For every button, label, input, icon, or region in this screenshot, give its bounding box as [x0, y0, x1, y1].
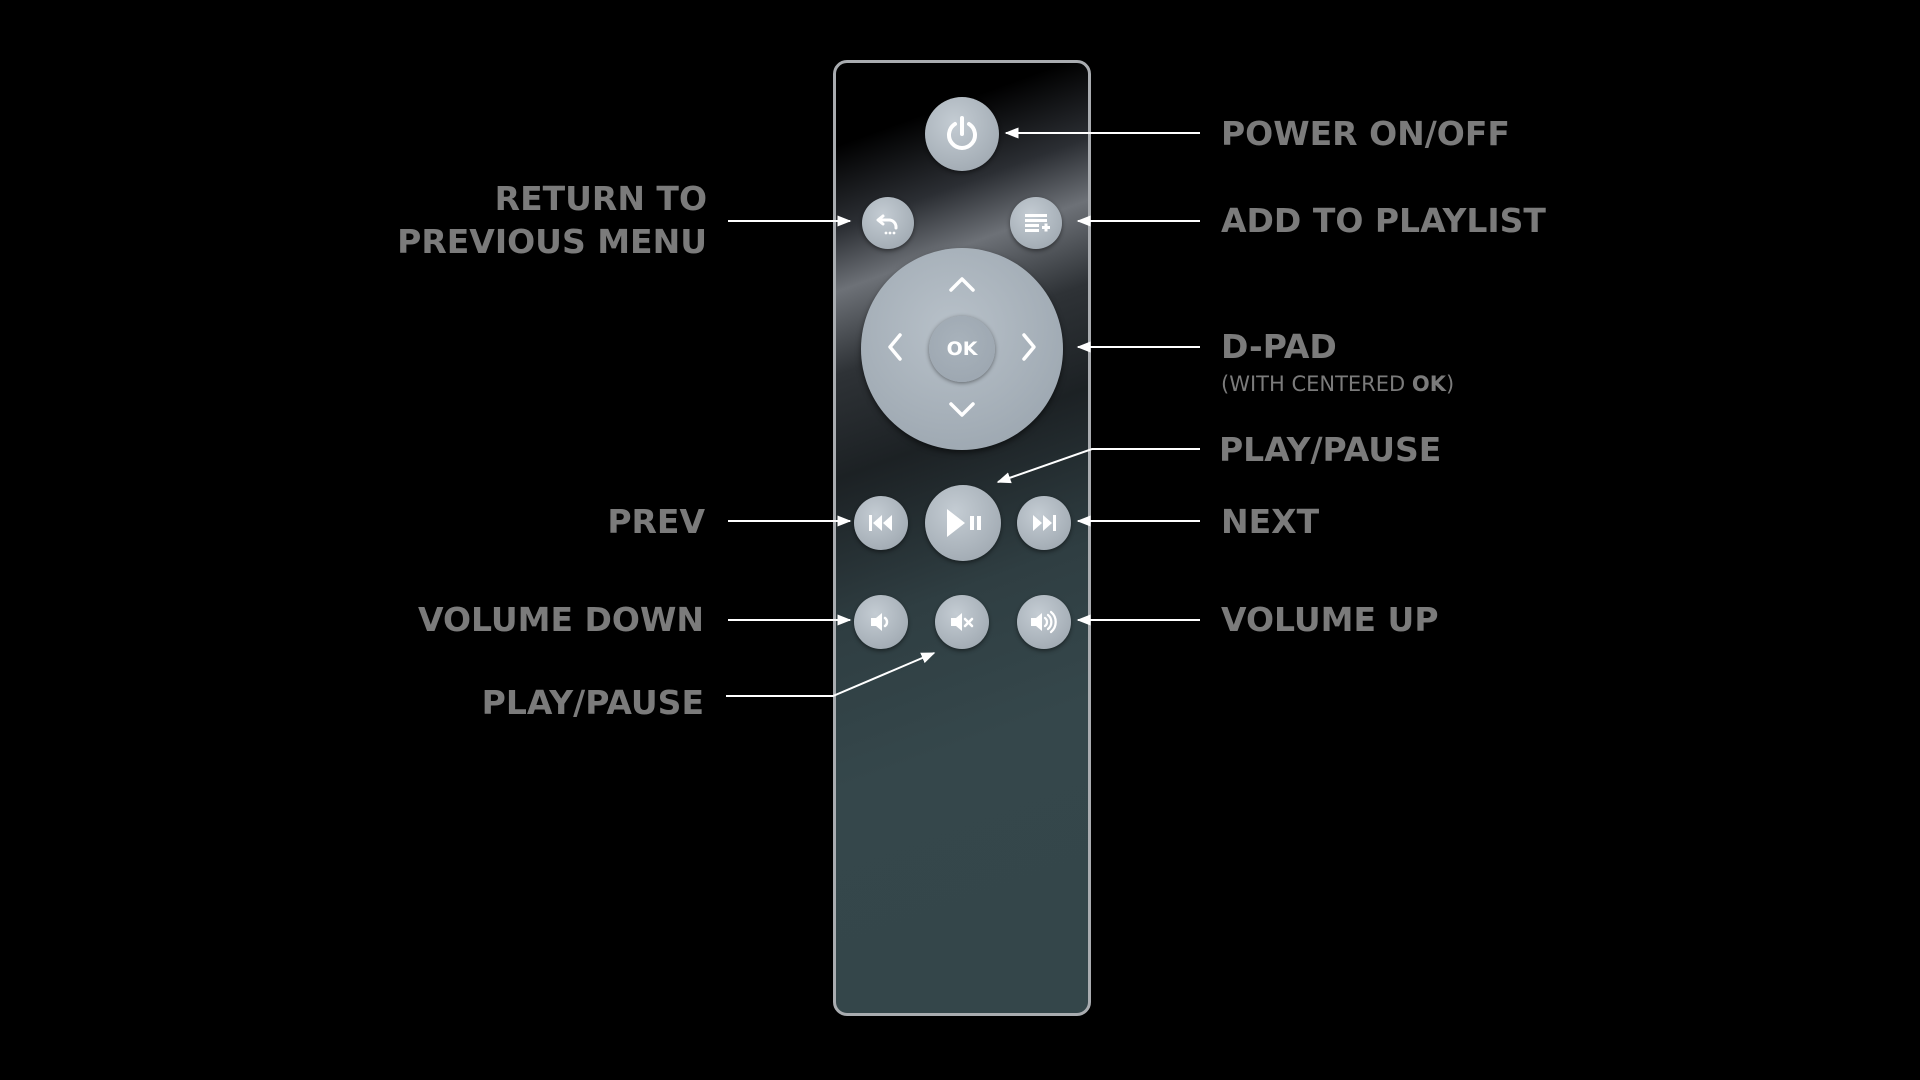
- label-play-pause-top: PLAY/PAUSE: [1219, 430, 1442, 469]
- volume-down-button[interactable]: [854, 595, 908, 649]
- playlist-add-icon: [1021, 208, 1051, 238]
- label-return-line2: PREVIOUS MENU: [397, 222, 707, 261]
- remote-control-body: OK: [833, 60, 1091, 1016]
- add-to-playlist-button[interactable]: [1010, 197, 1062, 249]
- label-next: NEXT: [1221, 502, 1320, 541]
- d-pad-right[interactable]: [1007, 327, 1051, 371]
- label-return-line1: RETURN TO: [494, 179, 707, 218]
- return-button[interactable]: [862, 197, 914, 249]
- label-d-pad: D-PAD: [1221, 327, 1337, 366]
- label-power: POWER ON/OFF: [1221, 114, 1510, 153]
- power-icon: [942, 114, 982, 154]
- d-pad-down[interactable]: [940, 390, 984, 434]
- d-pad: OK: [861, 248, 1063, 450]
- mute-button[interactable]: [935, 595, 989, 649]
- label-play-pause-bottom: PLAY/PAUSE: [481, 683, 704, 722]
- d-pad-up[interactable]: [940, 264, 984, 308]
- label-volume-up: VOLUME UP: [1221, 600, 1439, 639]
- volume-up-icon: [1028, 608, 1060, 636]
- label-d-pad-sub: (WITH CENTERED OK): [1221, 371, 1454, 397]
- skip-back-icon: [866, 511, 896, 535]
- play-pause-icon: [941, 506, 985, 540]
- return-arrow-icon: [873, 208, 903, 238]
- d-pad-sub-suffix: ): [1446, 372, 1455, 396]
- chevron-down-icon: [947, 400, 977, 424]
- next-button[interactable]: [1017, 496, 1071, 550]
- label-volume-down: VOLUME DOWN: [418, 600, 704, 639]
- d-pad-left[interactable]: [873, 327, 917, 371]
- prev-button[interactable]: [854, 496, 908, 550]
- label-prev: PREV: [607, 502, 705, 541]
- chevron-right-icon: [1019, 331, 1039, 367]
- label-add-to-playlist: ADD TO PLAYLIST: [1221, 201, 1546, 240]
- power-button[interactable]: [925, 97, 999, 171]
- play-pause-button[interactable]: [925, 485, 1001, 561]
- mute-icon: [947, 609, 977, 635]
- volume-up-button[interactable]: [1017, 595, 1071, 649]
- chevron-left-icon: [885, 331, 905, 367]
- d-pad-sub-bold: OK: [1411, 372, 1447, 396]
- volume-down-icon: [866, 609, 896, 635]
- d-pad-sub-prefix: (WITH CENTERED: [1221, 372, 1412, 396]
- skip-forward-icon: [1029, 511, 1059, 535]
- ok-button[interactable]: OK: [929, 316, 995, 382]
- chevron-up-icon: [947, 274, 977, 298]
